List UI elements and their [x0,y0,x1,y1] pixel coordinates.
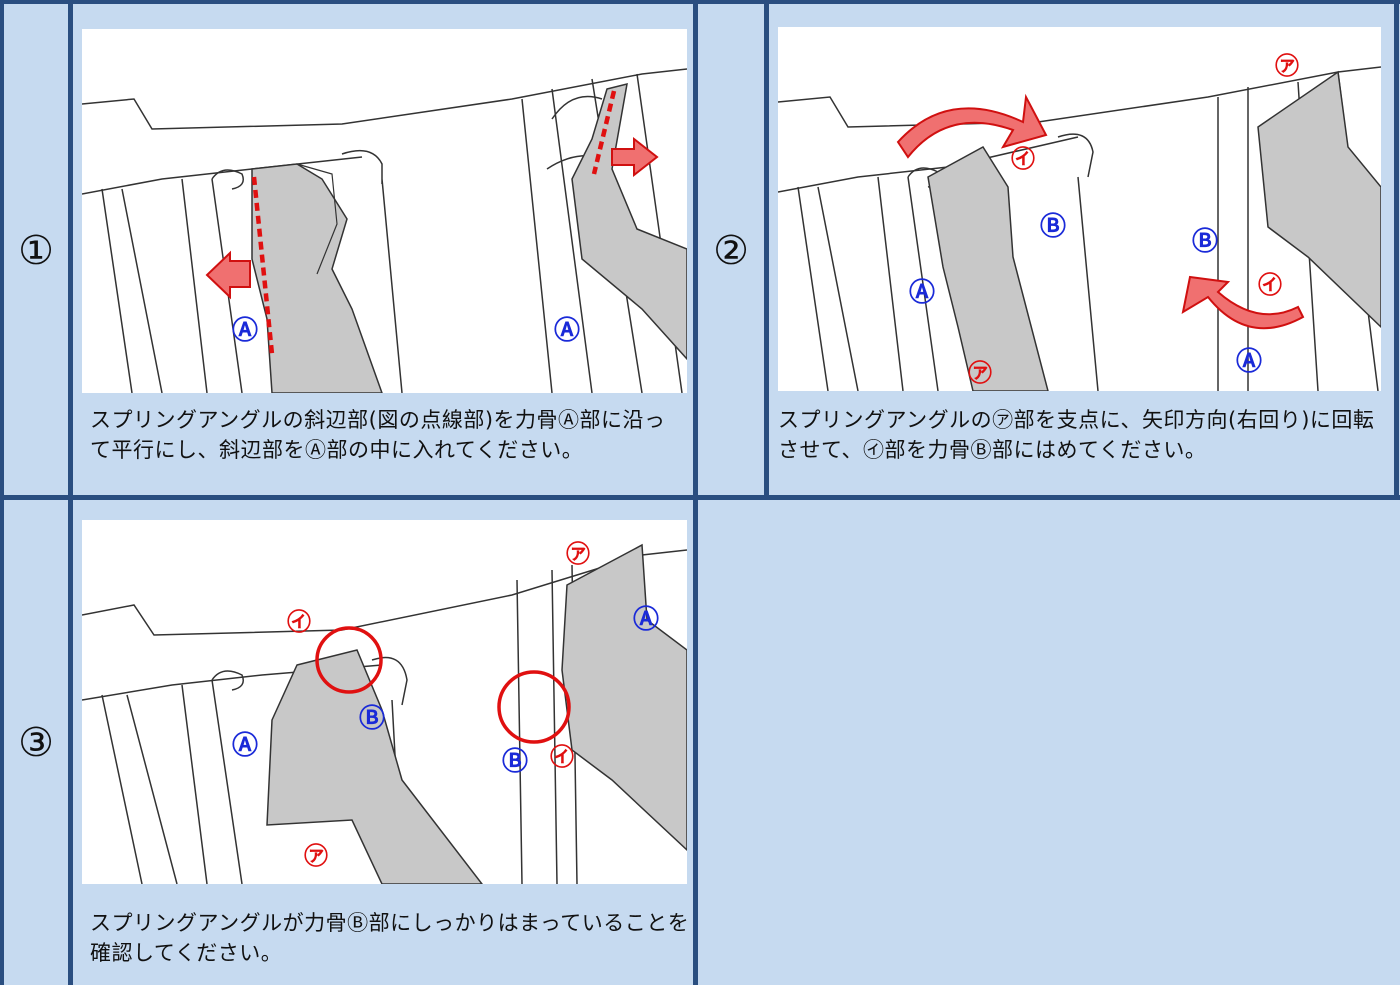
step3-label-b-right: Ⓑ [502,746,528,777]
step1-dotted-edge-right [591,90,617,175]
top-border [0,0,1400,4]
step2-spring-angle-right [1257,70,1381,329]
step1-right-divider [693,0,698,985]
step1-number: ① [18,228,54,274]
step1-label-a-right: Ⓐ [554,315,580,346]
step3-spring-angle-left [266,649,483,884]
step1-label-a-left: Ⓐ [232,315,258,346]
step3-label-a-right: Ⓐ [633,604,659,635]
step1-number-divider [68,0,73,497]
step2-label-a-right: Ⓐ [1236,346,1262,377]
step3-label-a-left: Ⓐ [232,730,258,761]
step3-number: ③ [18,720,54,766]
step3-highlight-circle-left [315,626,383,694]
step3-label-i-top: ㋑ [287,608,311,636]
step3-label-i-right: ㋑ [550,743,574,771]
step2-label-i-right: ㋑ [1258,271,1282,299]
step3-caption: スプリングアングルが力骨Ⓑ部にしっかりはまっていることを確認してください。 [90,911,690,965]
step1-spring-angle-right [571,82,687,361]
step2-label-b-left: Ⓑ [1040,211,1066,242]
step3-label-a-top: ㋐ [566,540,590,568]
right-border [1394,0,1399,497]
step1-illustration: Ⓐ Ⓐ [82,29,687,393]
step2-label-i-top: ㋑ [1011,145,1035,173]
step1-dotted-edge-left [251,176,275,355]
step1-caption: スプリングアングルの斜辺部(図の点線部)を力骨Ⓐ部に沿って平行にし、斜辺部をⒶ部… [90,408,666,462]
step1-spring-angle-left [251,163,383,393]
step1-arrow-left [205,250,251,300]
step3-highlight-circle-right [497,670,571,744]
step1-arrow-right [611,136,659,178]
step2-rotate-arrow-bottom [1181,275,1305,330]
step2-number-divider [764,0,769,497]
step3-label-a-bottom: ㋐ [304,842,328,870]
step3-spring-angle-right [561,543,687,852]
step2-label-a-bottom: ㋐ [968,359,992,387]
row-divider [0,495,1400,500]
step2-label-a-top: ㋐ [1275,52,1299,80]
step2-label-b-right: Ⓑ [1192,226,1218,257]
step3-number-divider [68,497,73,985]
step2-number: ② [713,228,749,274]
step2-label-a-left: Ⓐ [909,277,935,308]
step2-caption: スプリングアングルの㋐部を支点に、矢印方向(右回り)に回転させて、㋑部を力骨Ⓑ部… [778,408,1375,462]
step2-rotate-arrow-top [896,93,1048,159]
step2-illustration: ㋐ ㋑ Ⓑ Ⓐ Ⓑ ㋑ Ⓐ ㋐ [778,27,1381,391]
step3-illustration: ㋐ ㋑ Ⓐ Ⓐ Ⓑ Ⓑ ㋑ ㋐ [82,520,687,884]
outer-left-border [0,0,4,985]
step3-label-b-left: Ⓑ [359,703,385,734]
step2-spring-angle-left [927,146,1049,391]
